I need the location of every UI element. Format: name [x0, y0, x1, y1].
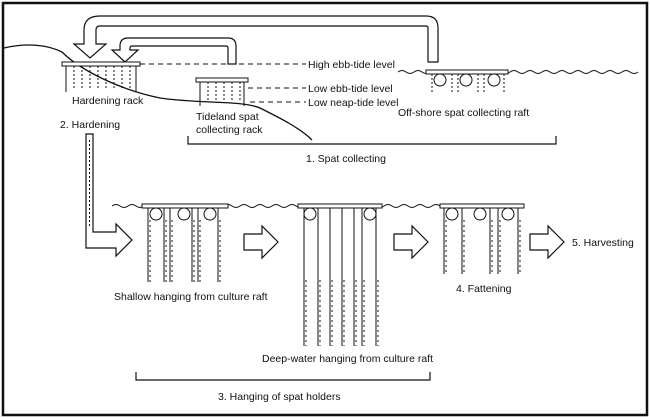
offshore-raft [425, 69, 509, 94]
hanging-bracket [135, 372, 431, 381]
shallow-hanging-raft [141, 203, 229, 282]
label-shallow-hanging: Shallow hanging from culture raft [114, 291, 268, 303]
label-hanging-step: 3. Hanging of spat holders [218, 391, 341, 403]
label-spat-collecting: 1. Spat collecting [306, 153, 386, 165]
return-arrow-inner [110, 37, 237, 65]
hardening-down-arrow [85, 133, 133, 258]
fattening-raft [439, 203, 525, 274]
label-low-ebb: Low ebb-tide level [308, 83, 393, 95]
return-arrow-outer [72, 15, 439, 63]
label-deep-hanging: Deep-water hanging from culture raft [262, 353, 433, 365]
label-high-ebb: High ebb-tide level [308, 59, 395, 71]
spat-collecting-bracket [187, 136, 557, 145]
label-tideland-line1: Tideland spat [196, 111, 259, 123]
tideland-rack [195, 77, 249, 106]
label-fattening: 4. Fattening [456, 283, 512, 295]
arrow-to-harvesting [529, 224, 565, 260]
arrow-to-fattening [393, 224, 429, 260]
hardening-rack [61, 61, 141, 92]
label-hardening-rack: Hardening rack [72, 95, 144, 107]
label-tideland-line2: collecting rack [196, 124, 263, 136]
label-hardening-step: 2. Hardening [60, 119, 120, 131]
deep-hanging-raft [297, 203, 383, 346]
hardening-spat-strings [73, 66, 131, 88]
arrow-to-deep [243, 224, 279, 260]
label-offshore-raft: Off-shore spat collecting raft [398, 107, 529, 119]
label-low-neap: Low neap-tide level [308, 97, 398, 109]
shoreline [3, 44, 313, 141]
label-harvesting: 5. Harvesting [572, 237, 634, 249]
